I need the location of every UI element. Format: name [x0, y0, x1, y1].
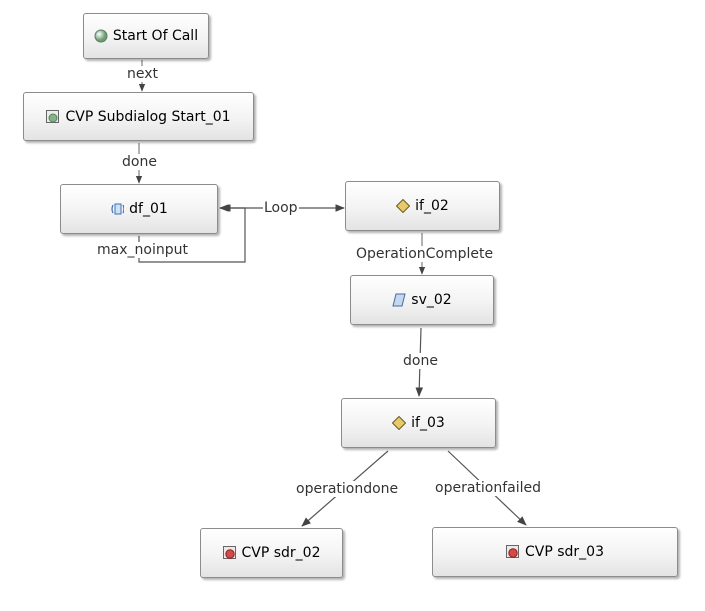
- edge-label-operationdone: operationdone: [295, 481, 400, 497]
- node-sv-02[interactable]: sv_02: [350, 275, 494, 325]
- edge-label-operation-complete: OperationComplete: [355, 246, 495, 262]
- node-start-of-call[interactable]: Start Of Call: [83, 13, 209, 59]
- speech-form-icon: [110, 202, 125, 216]
- node-label: df_01: [129, 201, 168, 217]
- start-circle-icon: [94, 29, 108, 43]
- decision-diamond-icon: [396, 199, 411, 213]
- node-label: if_03: [411, 415, 445, 431]
- edge-label-operationfailed: operationfailed: [434, 480, 543, 496]
- node-cvp-sdr-02[interactable]: CVP sdr_02: [200, 528, 343, 578]
- node-if-03[interactable]: if_03: [341, 398, 496, 448]
- subdialog-return-icon: [506, 545, 520, 559]
- edge-label-max-noinput: max_noinput: [96, 242, 189, 258]
- node-if-02[interactable]: if_02: [345, 181, 500, 231]
- edge-label-loop: Loop: [263, 200, 299, 216]
- node-df-01[interactable]: df_01: [60, 184, 218, 234]
- edge-label-next: next: [126, 66, 160, 82]
- set-value-parallelogram-icon: [392, 293, 406, 307]
- node-label: Start Of Call: [112, 28, 199, 44]
- node-cvp-subdialog-start[interactable]: CVP Subdialog Start_01: [23, 92, 254, 141]
- node-label: if_02: [415, 198, 449, 214]
- edge-label-done-2: done: [402, 353, 439, 369]
- edge-label-done-1: done: [121, 154, 158, 170]
- node-label: CVP sdr_02: [241, 545, 321, 561]
- node-label: CVP sdr_03: [525, 544, 604, 560]
- decision-diamond-icon: [392, 416, 407, 430]
- subdialog-return-icon: [222, 546, 237, 560]
- node-label: sv_02: [411, 292, 452, 308]
- node-cvp-sdr-03[interactable]: CVP sdr_03: [432, 527, 678, 577]
- node-label: CVP Subdialog Start_01: [65, 108, 231, 125]
- subdialog-start-icon: [46, 109, 60, 124]
